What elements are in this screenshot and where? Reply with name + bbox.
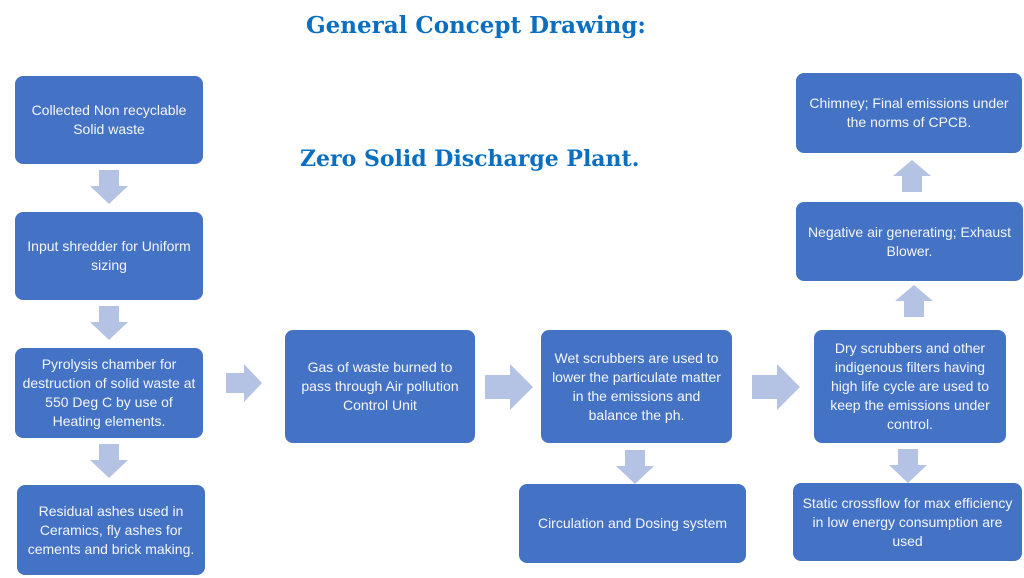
step-residual-ashes: Residual ashes used in Ceramics, fly ash… xyxy=(17,485,205,575)
arrow-down-icon xyxy=(90,170,128,204)
step-chimney: Chimney; Final emissions under the norms… xyxy=(796,73,1022,153)
step-input-shredder: Input shredder for Uniform sizing xyxy=(15,212,203,300)
arrow-up-icon xyxy=(893,160,931,192)
arrow-down-icon xyxy=(616,450,654,484)
step-pyrolysis-chamber: Pyrolysis chamber for destruction of sol… xyxy=(15,348,203,438)
step-static-crossflow: Static crossflow for max efficiency in l… xyxy=(793,483,1022,561)
step-dry-scrubbers: Dry scrubbers and other indigenous filte… xyxy=(814,330,1006,443)
step-collected-waste: Collected Non recyclable Solid waste xyxy=(15,76,203,164)
arrow-down-icon xyxy=(889,449,927,483)
arrow-down-icon xyxy=(90,444,128,478)
arrow-up-icon xyxy=(895,285,933,317)
step-gas-burned: Gas of waste burned to pass through Air … xyxy=(285,330,475,443)
step-wet-scrubbers: Wet scrubbers are used to lower the part… xyxy=(541,330,732,443)
arrow-right-icon xyxy=(485,364,533,410)
arrow-down-icon xyxy=(90,306,128,340)
step-exhaust-blower: Negative air generating; Exhaust Blower. xyxy=(796,202,1023,281)
arrow-right-icon xyxy=(752,364,800,410)
step-circulation-dosing: Circulation and Dosing system xyxy=(519,484,746,563)
arrow-right-icon xyxy=(226,364,262,402)
diagram-subheading: Zero Solid Discharge Plant. xyxy=(300,146,640,172)
diagram-heading: General Concept Drawing: xyxy=(306,12,646,39)
